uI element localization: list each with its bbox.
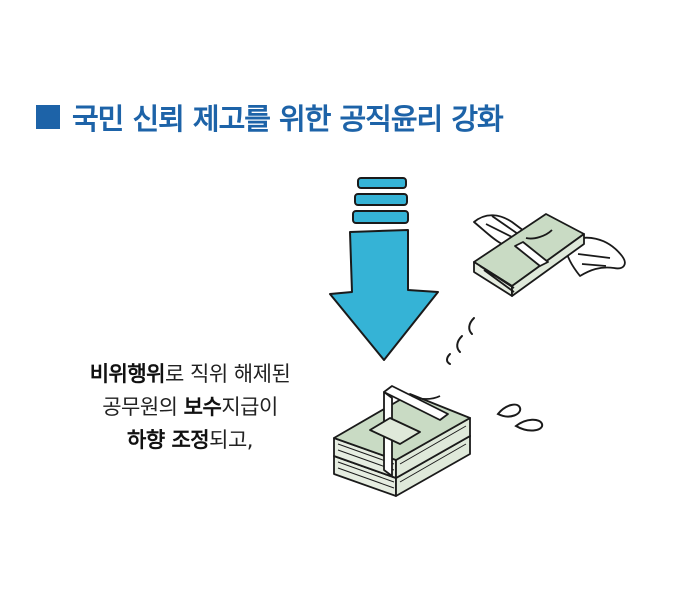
motion-marks (446, 317, 475, 365)
caption-emphasis: 보수 (183, 395, 222, 419)
splash-droplets (496, 403, 544, 432)
caption-line-3: 하향 조정되고, (40, 424, 340, 457)
page-title: 국민 신뢰 제고를 위한 공직윤리 강화 (72, 102, 504, 136)
down-arrow-icon (329, 177, 439, 361)
caption-text-segment: 공무원의 (102, 395, 184, 419)
money-stack-icon (333, 385, 471, 497)
caption-emphasis: 비위행위 (89, 362, 166, 386)
caption-emphasis: 하향 조정 (127, 428, 210, 452)
caption-text-segment: 되고, (209, 428, 253, 452)
caption-line-1: 비위행위로 직위 해제된 (40, 358, 340, 391)
section-title: 국민 신뢰 제고를 위한 공직윤리 강화 (36, 96, 504, 138)
caption-text: 비위행위로 직위 해제된 공무원의 보수지급이 하향 조정되고, (40, 358, 340, 457)
flying-money-icon (473, 213, 626, 297)
caption-text-segment: 로 직위 해제된 (165, 362, 291, 386)
caption-line-2: 공무원의 보수지급이 (40, 391, 340, 424)
title-bullet-square (36, 105, 60, 129)
caption-text-segment: 지급이 (221, 395, 278, 419)
